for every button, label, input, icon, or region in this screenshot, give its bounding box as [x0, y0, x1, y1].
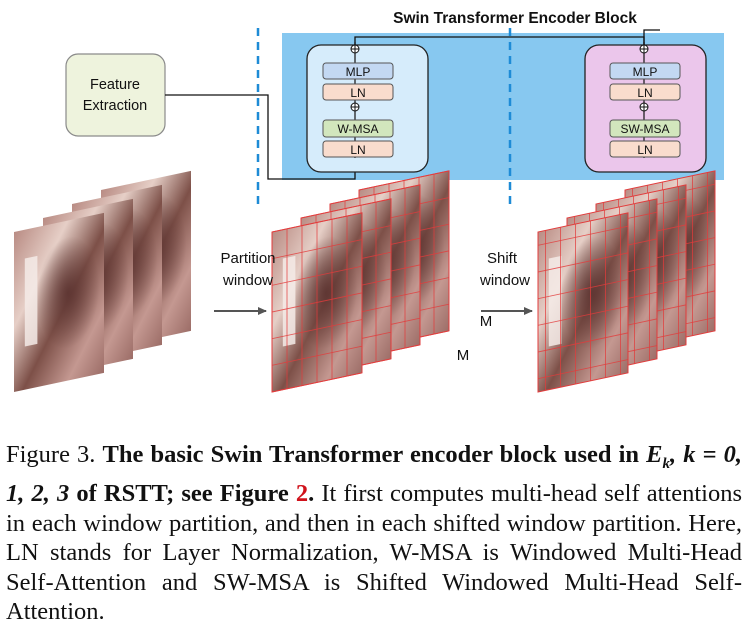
right-encoder-layer: MLP LN SW-MSA LN [584, 42, 707, 173]
caption-math-rest: , k = 0, 1, 2, 3 [6, 441, 742, 508]
left-ln-top-box [322, 83, 394, 101]
feature-extraction-label-line2: Extraction [83, 98, 147, 114]
figure-caption: Figure 3. The basic Swin Transformer enc… [6, 440, 742, 627]
video-frame [537, 212, 629, 393]
caption-math-symbol: E [646, 441, 663, 468]
partition-label-line2: window [222, 272, 273, 289]
partition-label-line1: Partition [220, 250, 275, 267]
shifted-frame-stack [537, 170, 716, 393]
right-mlp-label: MLP [633, 65, 658, 79]
video-frame [14, 212, 104, 392]
caption-figure-ref-link[interactable]: 2 [295, 480, 309, 508]
caption-body: It first computes multi-head self attent… [6, 480, 743, 626]
partitioned-frame-stack [271, 170, 450, 393]
right-ln-top-label: LN [637, 86, 652, 100]
left-ln-top-label: LN [350, 86, 365, 100]
left-wmsa-label: W-MSA [337, 122, 378, 136]
caption-figure-label: Figure 3. [6, 441, 96, 468]
right-ln-bottom-box [609, 140, 681, 158]
left-encoder-layer: MLP LN W-MSA LN [306, 42, 429, 173]
right-ln-bottom-label: LN [637, 143, 652, 157]
left-mlp-box [322, 62, 394, 80]
shift-label-line2: window [479, 272, 530, 289]
right-swmsa-label: SW-MSA [620, 122, 669, 136]
caption-title-part2: of RSTT; see Figure [76, 480, 289, 508]
left-ln-bottom-box [322, 140, 394, 158]
left-ln-bottom-label: LN [350, 143, 365, 157]
swin-block-figure: Swin Transformer Encoder Block Feature E… [14, 10, 724, 393]
caption-math-subscript: k [662, 455, 671, 472]
left-wmsa-box [322, 119, 394, 138]
window-size-label-2: M [457, 347, 470, 364]
window-size-label-1: M [480, 313, 493, 330]
right-ln-top-box [609, 83, 681, 101]
right-mlp-box [609, 62, 681, 80]
input-frame-stack [14, 170, 191, 392]
encoder-block-title: Swin Transformer Encoder Block [393, 10, 637, 27]
caption-title-period: . [308, 480, 315, 508]
right-swmsa-box [609, 119, 681, 138]
feature-extraction-box [65, 53, 166, 137]
video-frame [271, 212, 363, 393]
feature-extraction-label-line1: Feature [90, 77, 140, 93]
caption-title-part1: The basic Swin Transformer encoder block… [102, 441, 640, 468]
shift-label-line1: Shift [487, 250, 518, 267]
left-mlp-label: MLP [346, 65, 371, 79]
